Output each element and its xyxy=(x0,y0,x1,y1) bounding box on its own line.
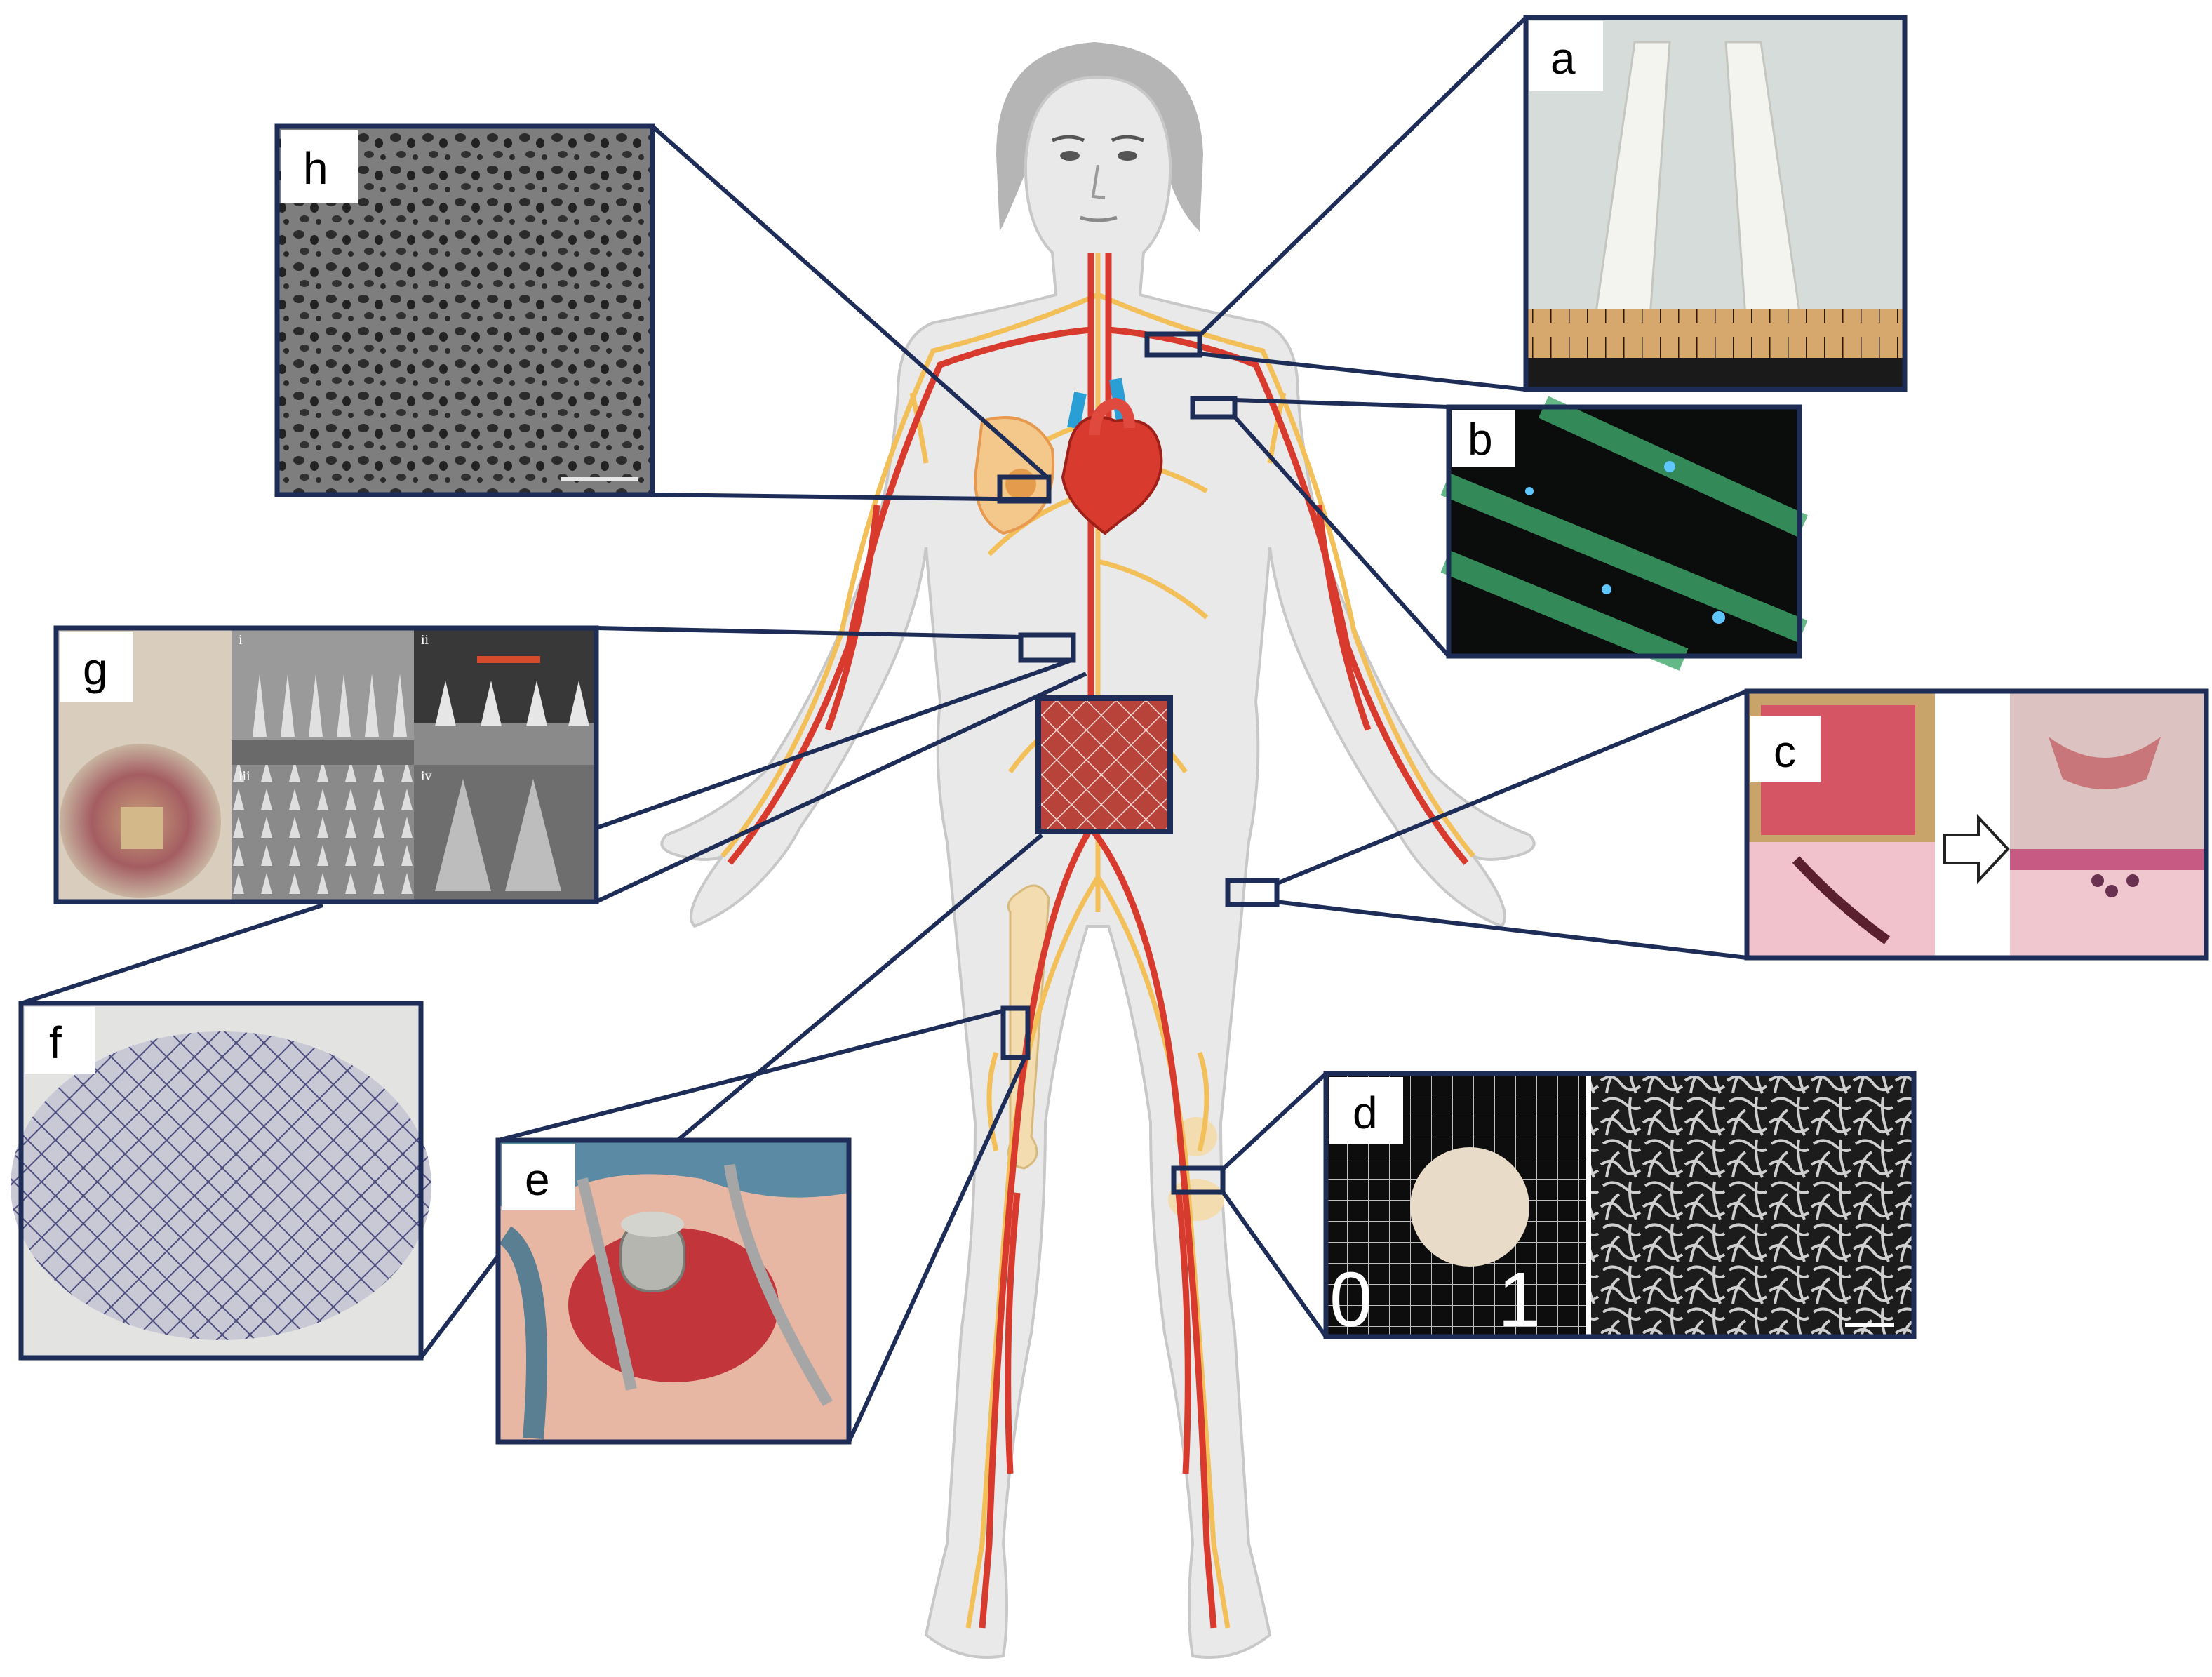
marker-e-femur xyxy=(1000,1005,1031,1060)
heart-icon xyxy=(1061,378,1163,535)
panel-g-sub-iii: iii xyxy=(239,768,250,784)
panel-g-sub-i: i xyxy=(239,632,243,648)
marker-c-hip xyxy=(1225,878,1280,907)
marker-a-neck xyxy=(1144,331,1202,358)
panel-g-sub-iv: iv xyxy=(421,768,432,784)
panel-b-label: b xyxy=(1468,414,1493,465)
panel-g-label: g xyxy=(83,643,108,694)
panel-e: e xyxy=(495,1137,852,1445)
panel-f-label: f xyxy=(49,1017,62,1068)
marker-g-abdomen xyxy=(1018,632,1076,663)
arrow-right-icon xyxy=(1943,813,2010,885)
abdominal-mesh-implant xyxy=(1035,695,1173,834)
marker-b-shoulder xyxy=(1190,396,1238,420)
panel-d: 0 1 d xyxy=(1323,1071,1917,1343)
panel-g-sub-ii: ii xyxy=(421,632,429,648)
callout-lines xyxy=(20,15,1748,1443)
marker-d-knee xyxy=(1171,1165,1226,1195)
panel-g: i ii iii iv g xyxy=(53,625,599,904)
panel-f: f xyxy=(11,1001,431,1361)
panel-a-label: a xyxy=(1550,33,1576,83)
panel-c: c xyxy=(1744,688,2209,961)
panel-d-ruler-right: 1 xyxy=(1498,1257,1541,1343)
panel-d-ruler-left: 0 xyxy=(1329,1257,1372,1343)
face xyxy=(1052,135,1144,222)
panel-b: b xyxy=(1440,396,1809,671)
panel-d-label: d xyxy=(1353,1088,1378,1138)
panel-c-label: c xyxy=(1774,726,1796,777)
panel-e-label: e xyxy=(525,1154,550,1205)
panel-h-label: h xyxy=(303,143,328,194)
panel-a: a xyxy=(1523,15,1908,392)
panel-h: h xyxy=(274,123,655,497)
